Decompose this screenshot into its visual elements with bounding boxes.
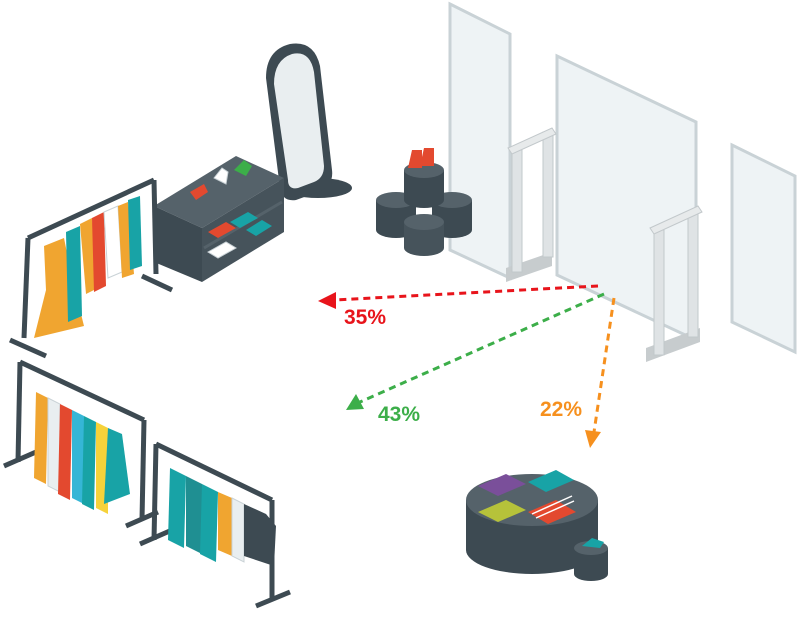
flow-arrow-green xyxy=(346,292,605,410)
sneaker-icon xyxy=(582,538,604,548)
flow-label-green: 43% xyxy=(378,403,421,426)
glass-panel-3 xyxy=(730,142,797,355)
flow-arrow-orange xyxy=(585,297,616,448)
shoe-display-table xyxy=(154,156,284,282)
clothing-rack-top-left xyxy=(8,177,174,359)
clothing-rack-bottom-center xyxy=(138,441,291,609)
flow-label-orange: 22% xyxy=(540,398,583,421)
flow-label-red: 35% xyxy=(344,306,387,329)
glass-panel-2 xyxy=(555,53,698,343)
glass-entrance xyxy=(448,1,797,355)
round-product-table xyxy=(466,470,608,581)
red-boot-icon xyxy=(408,148,434,168)
clothing-rack-bottom-left xyxy=(2,359,160,529)
standing-mirror xyxy=(266,43,352,201)
security-gate-right xyxy=(646,205,703,362)
boot-pedestals xyxy=(376,148,472,256)
security-gate-left xyxy=(506,127,557,282)
flow-arrow-red xyxy=(318,284,599,309)
